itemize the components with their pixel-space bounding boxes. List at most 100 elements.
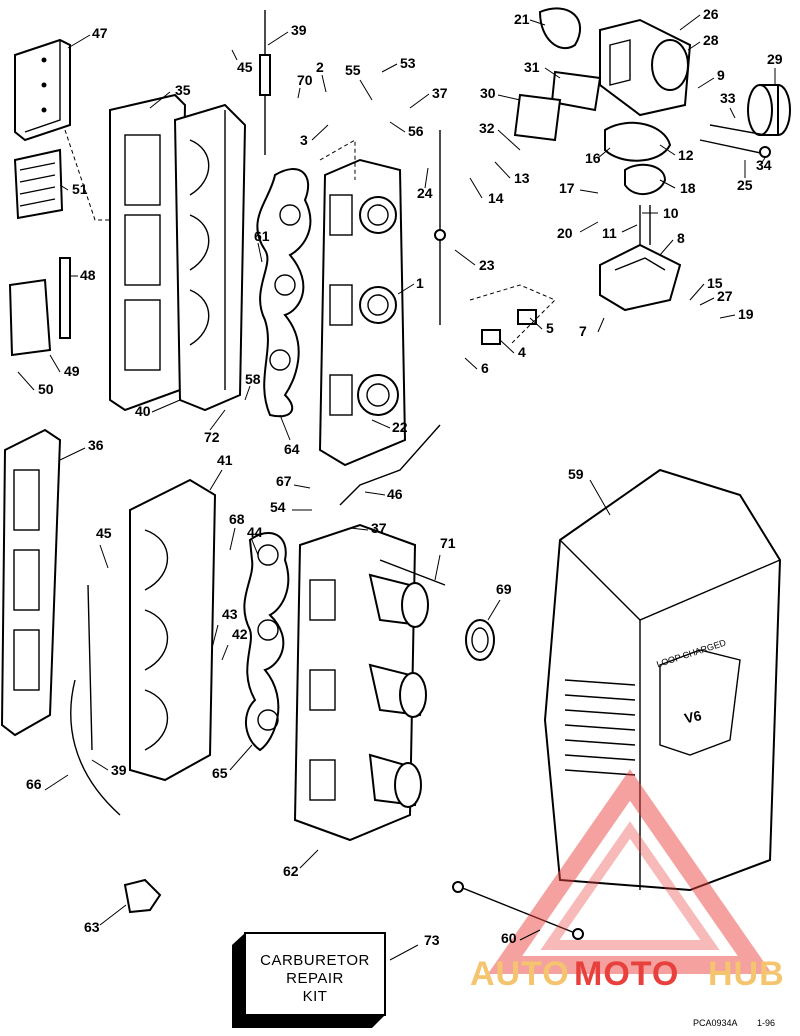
callout-leader-43 [211, 624, 219, 649]
callout-number-40: 40 [135, 403, 151, 419]
callout-leader-16 [597, 147, 611, 159]
callout-leader-67 [293, 484, 311, 489]
callout-leader-40 [151, 399, 181, 413]
callout-leader-39 [91, 759, 109, 771]
callout-leader-45 [99, 544, 109, 569]
callout-number-1: 1 [416, 275, 424, 291]
fuel-pump-assembly-part [513, 7, 692, 162]
callout-number-8: 8 [677, 230, 685, 246]
callout-number-71: 71 [440, 535, 456, 551]
callout-leader-2 [321, 74, 327, 93]
callout-leader-45 [231, 49, 238, 61]
callout-number-4: 4 [518, 344, 526, 360]
callout-leader-50 [17, 371, 35, 391]
callout-number-61: 61 [254, 228, 270, 244]
callout-number-51: 51 [72, 181, 88, 197]
callout-number-65: 65 [212, 765, 228, 781]
callout-number-16: 16 [585, 150, 601, 166]
callout-leaders [17, 14, 776, 961]
callout-number-27: 27 [717, 288, 733, 304]
float-part [624, 163, 667, 195]
callout-leader-11 [621, 224, 638, 233]
long-bolt-part [454, 884, 581, 936]
kit-label-line-1: CARBURETOR [260, 952, 370, 969]
callout-leader-24 [424, 167, 429, 189]
callout-number-45: 45 [96, 525, 112, 541]
link-block-part [481, 329, 501, 345]
callout-number-20: 20 [557, 225, 573, 241]
callout-leader-14 [469, 177, 483, 199]
primer-line-part [259, 10, 271, 155]
callout-leader-65 [229, 744, 253, 771]
callout-number-34: 34 [756, 157, 772, 173]
callout-number-70: 70 [297, 72, 313, 88]
callout-leader-23 [454, 249, 476, 266]
callout-leader-19 [719, 314, 736, 319]
callout-number-19: 19 [738, 306, 754, 322]
callout-leader-20 [579, 221, 599, 233]
callout-leader-33 [729, 107, 736, 119]
watermark-text-hub: HUB [708, 955, 785, 993]
carb-gasket-upper-part [256, 168, 312, 418]
callout-leader-8 [659, 239, 674, 256]
callout-number-64: 64 [284, 441, 300, 457]
callout-leader-39 [267, 31, 289, 46]
callout-number-2: 2 [316, 59, 324, 75]
callout-leader-28 [687, 41, 701, 51]
date-code: 1-96 [757, 1018, 775, 1028]
callout-leader-70 [297, 87, 301, 99]
filter-ring-part [747, 84, 791, 136]
callout-leader-44 [251, 539, 259, 556]
callout-leader-53 [381, 63, 398, 73]
callout-number-45: 45 [237, 59, 253, 75]
callout-leader-72 [209, 409, 226, 431]
callout-leader-64 [279, 414, 291, 441]
callout-number-26: 26 [703, 6, 719, 22]
callout-number-13: 13 [514, 170, 530, 186]
callout-leader-32 [497, 129, 521, 151]
callout-leader-27 [699, 297, 715, 306]
callout-number-12: 12 [678, 147, 694, 163]
callout-leader-21 [529, 19, 546, 26]
reed-block-part [13, 148, 64, 220]
callout-number-6: 6 [481, 360, 489, 376]
callout-number-42: 42 [232, 626, 248, 642]
callout-number-37: 37 [432, 85, 448, 101]
callout-number-5: 5 [546, 320, 554, 336]
callout-number-17: 17 [559, 180, 575, 196]
callout-leader-37 [409, 93, 430, 109]
drawing-code: PCA0934A [693, 1018, 738, 1028]
intake-gasket-part [109, 93, 187, 412]
callout-number-3: 3 [300, 132, 308, 148]
callout-leader-49 [49, 354, 61, 373]
callout-leader-22 [371, 419, 391, 429]
callout-number-43: 43 [222, 606, 238, 622]
callout-number-37: 37 [371, 520, 387, 536]
callout-number-58: 58 [245, 371, 261, 387]
callout-number-49: 49 [64, 363, 80, 379]
callout-number-41: 41 [217, 452, 233, 468]
seal-ring-part [465, 619, 495, 661]
callout-number-31: 31 [524, 59, 540, 75]
callout-number-50: 50 [38, 381, 54, 397]
callout-leader-4 [499, 339, 515, 354]
callout-number-69: 69 [496, 581, 512, 597]
callout-number-32: 32 [479, 120, 495, 136]
callout-leader-3 [311, 124, 329, 141]
lower-intake-gasket-part [0, 428, 62, 737]
callout-number-29: 29 [767, 51, 783, 67]
callout-leader-59 [589, 479, 611, 516]
callout-leader-31 [544, 67, 561, 79]
callout-number-22: 22 [392, 419, 408, 435]
carb-gasket-lower-part [243, 531, 290, 752]
callout-leader-26 [679, 14, 701, 31]
reed-cover-part [14, 38, 71, 142]
callout-leader-42 [221, 644, 229, 661]
callout-number-23: 23 [479, 257, 495, 273]
callout-number-9: 9 [717, 67, 725, 83]
callout-leader-62 [299, 849, 319, 869]
callout-leader-69 [487, 599, 501, 621]
callout-number-24: 24 [417, 185, 433, 201]
intake-manifold-lower-part [129, 478, 217, 782]
